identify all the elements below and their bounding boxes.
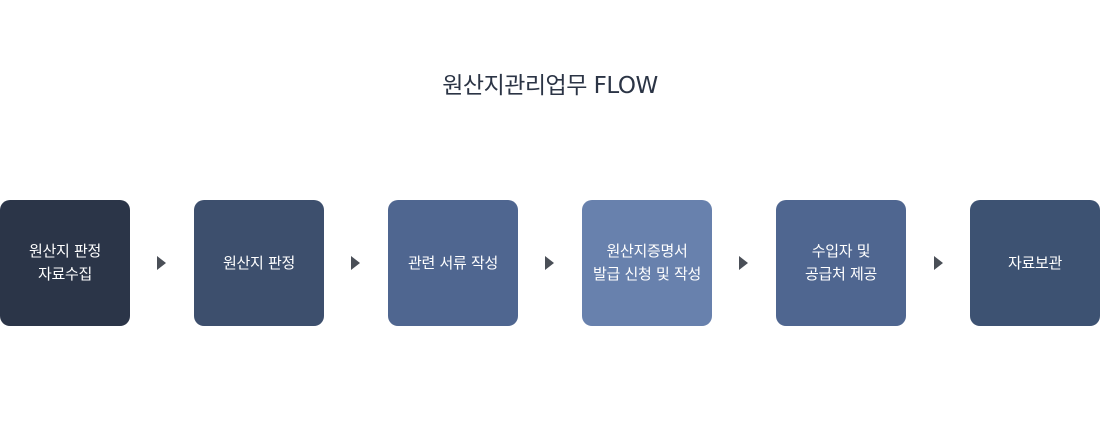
diagram-title: 원산지관리업무 FLOW [442,73,658,99]
flow-step-3: 관련 서류 작성 [388,200,518,326]
arrow-right-icon [934,256,943,270]
arrow-right-icon [739,256,748,270]
flow-step-1-label: 원산지 판정 자료수집 [29,242,101,283]
flow-step-3-label: 관련 서류 작성 [408,253,498,272]
flow-step-4-label: 원산지증명서 발급 신청 및 작성 [593,242,701,283]
flow-step-6: 자료보관 [970,200,1100,326]
flow-step-6-label: 자료보관 [1007,253,1062,272]
arrow-right-icon [157,256,166,270]
flow-step-2: 원산지 판정 [194,200,324,326]
flow-diagram: 원산지 판정 자료수집 원산지 판정 관련 서류 작성 원산지증명서 발급 신청… [0,200,1100,326]
flow-step-2-label: 원산지 판정 [223,253,295,272]
flow-step-5: 수입자 및 공급처 제공 [776,200,906,326]
arrow-right-icon [545,256,554,270]
flow-step-4: 원산지증명서 발급 신청 및 작성 [582,200,712,326]
flow-step-5-label: 수입자 및 공급처 제공 [805,242,877,283]
arrow-right-icon [351,256,360,270]
flow-step-1: 원산지 판정 자료수집 [0,200,130,326]
